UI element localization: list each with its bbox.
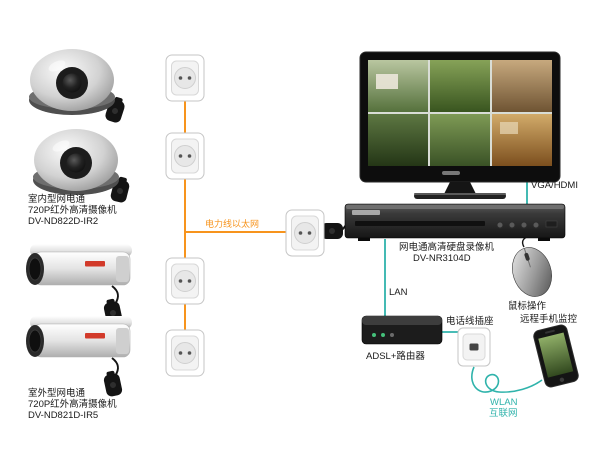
phone-speaker bbox=[545, 329, 555, 334]
tv-screen-cell bbox=[492, 114, 552, 166]
nvr-button bbox=[532, 221, 540, 229]
power-outlet-icon bbox=[165, 257, 205, 305]
remote-monitor-label: 远程手机监控 bbox=[520, 314, 578, 325]
nvr-button bbox=[508, 221, 516, 229]
nvr-logo bbox=[352, 210, 380, 215]
nvr-model: DV-NR3104D bbox=[413, 253, 471, 264]
mouse-icon bbox=[512, 247, 552, 297]
mouse-wheel bbox=[524, 252, 530, 261]
indoor-camera-label-line2: 720P红外高清摄像机 bbox=[28, 205, 117, 216]
nvr-recorder-icon bbox=[344, 203, 566, 241]
power-outlet-icon bbox=[285, 209, 325, 257]
tv-screen-cell bbox=[368, 114, 428, 166]
bullet-camera-icon bbox=[25, 315, 133, 358]
router-led bbox=[381, 333, 385, 337]
router-label: ADSL+路由器 bbox=[366, 351, 425, 362]
screen-detail bbox=[376, 74, 398, 89]
tv-monitor-icon bbox=[359, 51, 561, 199]
router-led bbox=[372, 333, 376, 337]
nvr-vent-slot bbox=[355, 221, 485, 226]
power-outlet-icon bbox=[165, 132, 205, 180]
dome-camera-icon bbox=[29, 49, 115, 115]
phone-socket-icon bbox=[457, 327, 491, 367]
outdoor-camera-model: DV-ND821D-IR5 bbox=[28, 410, 99, 421]
power-outlet-icon bbox=[165, 329, 205, 377]
tv-screen-cell bbox=[492, 60, 552, 112]
tv-logo bbox=[442, 171, 460, 175]
dome-camera-icon bbox=[33, 129, 119, 195]
router-led bbox=[390, 333, 394, 337]
nvr-foot bbox=[538, 238, 550, 241]
router-top bbox=[362, 316, 442, 325]
nvr-foot bbox=[358, 238, 370, 241]
nvr-usb-port bbox=[545, 220, 558, 228]
nvr-button bbox=[496, 221, 504, 229]
indoor-camera-model: DV-ND822D-IR2 bbox=[28, 216, 99, 227]
wlan-coil-icon bbox=[471, 366, 543, 393]
screen-detail bbox=[500, 122, 518, 134]
wlan-label-line1: WLAN bbox=[490, 397, 518, 408]
tv-screen-cell bbox=[430, 60, 490, 112]
mouse-label: 鼠标操作 bbox=[508, 301, 547, 312]
outdoor-camera-label-line1: 室外型网电通 bbox=[28, 388, 86, 399]
powerline-label: 电力线以太网 bbox=[205, 219, 260, 229]
phone-socket-label: 电话线插座 bbox=[446, 316, 494, 327]
smartphone-icon bbox=[533, 324, 579, 388]
router-icon bbox=[361, 315, 443, 345]
tv-stand-neck bbox=[444, 182, 476, 194]
nvr-label-line1: 网电通高清硬盘录像机 bbox=[399, 242, 495, 253]
wlan-label-line2: 互联网 bbox=[489, 408, 518, 419]
indoor-camera-label-line1: 室内型网电通 bbox=[28, 194, 86, 205]
vga-hdmi-label: VGA/HDMI bbox=[531, 180, 578, 191]
nvr-top-highlight bbox=[346, 205, 564, 209]
phone-home-button bbox=[559, 377, 565, 382]
tv-stand-highlight bbox=[414, 193, 506, 195]
phone-screen bbox=[538, 332, 574, 378]
outdoor-camera-label-line2: 720P红外高清摄像机 bbox=[28, 399, 117, 410]
tv-screen-cell bbox=[430, 114, 490, 166]
nvr-button bbox=[520, 221, 528, 229]
mouse-body bbox=[512, 247, 552, 297]
lan-label: LAN bbox=[389, 287, 408, 298]
power-plug-icon bbox=[102, 369, 124, 398]
bullet-camera-icon bbox=[25, 243, 133, 286]
power-outlet-icon bbox=[165, 54, 205, 102]
